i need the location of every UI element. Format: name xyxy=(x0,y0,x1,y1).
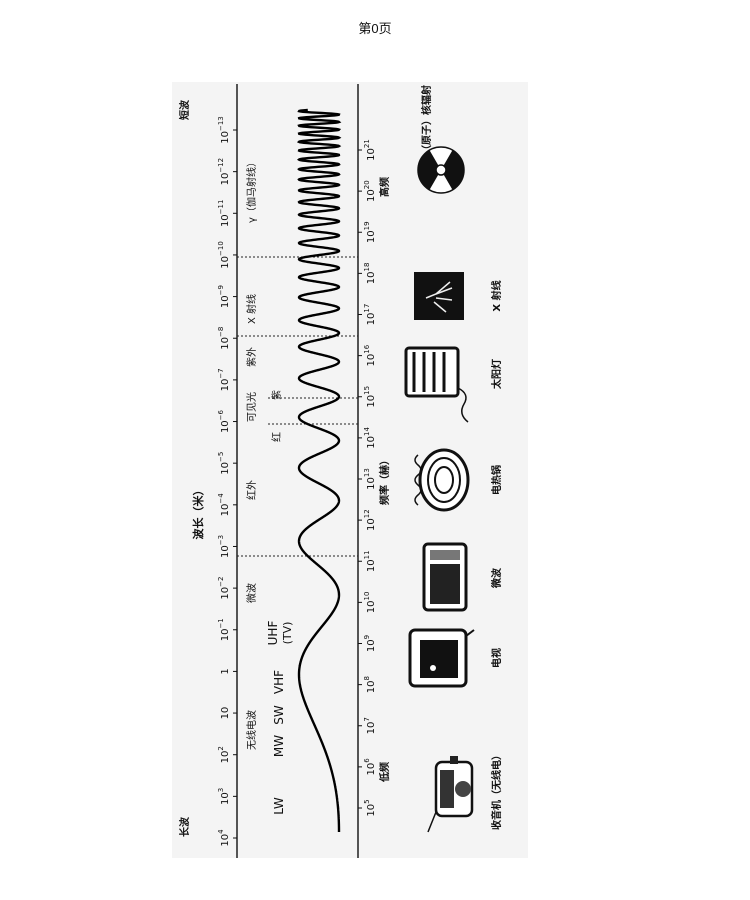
wavelength-tick-label: 10−10 xyxy=(217,241,231,269)
wavelength-tick-label: 10−9 xyxy=(217,285,231,308)
frequency-tick-label: 105 xyxy=(363,799,377,816)
wavelength-tick-label: 1 xyxy=(220,668,231,674)
frequency-tick-label: 109 xyxy=(363,635,377,652)
frequency-tick-label: 1015 xyxy=(363,386,377,408)
sunlamp-icon xyxy=(404,346,469,423)
frequency-axis-title: 频率（赫） xyxy=(378,455,391,505)
short-wave-label: 短波 xyxy=(178,99,191,120)
sw-label: SW xyxy=(272,705,286,725)
wavelength-axis-title: 波长（米） xyxy=(191,485,205,540)
hotplate-label: 电热锅 xyxy=(490,465,503,495)
gamma-band-label: γ（伽马射线） xyxy=(245,157,258,223)
tv-device-label: 电视 xyxy=(490,648,503,668)
band-dividers xyxy=(237,256,358,557)
wavelength-tick-label: 102 xyxy=(217,746,231,763)
radiation-symbol-icon xyxy=(417,146,465,194)
wavelength-tick-label: 10−1 xyxy=(217,618,231,641)
frequency-tick-label: 107 xyxy=(363,717,377,734)
wavelength-tick-label: 10−5 xyxy=(217,452,231,475)
frequency-tick-label: 1010 xyxy=(363,592,377,614)
frequency-tick-label: 1011 xyxy=(363,550,377,572)
wavelength-tick-label: 10 xyxy=(220,707,231,720)
uhf-label: UHF xyxy=(266,621,280,646)
long-wave-label: 长波 xyxy=(178,816,191,837)
high-frequency-label: 高频 xyxy=(378,177,391,197)
wavelength-ticks: 10410310210110−110−210−310−410−510−610−7… xyxy=(217,116,237,847)
sunlamp-label: 太阳灯 xyxy=(490,359,503,390)
lw-label: LW xyxy=(272,797,286,815)
frequency-tick-label: 1019 xyxy=(363,221,377,243)
hotplate-icon xyxy=(414,448,470,512)
scan-background xyxy=(172,82,528,858)
frequency-tick-label: 1017 xyxy=(363,304,377,326)
xray-device-label: X 射线 xyxy=(490,280,503,311)
frequency-ticks: 105 106 107 108 109 1010 1011 1012 1013 1014 1015 1… xyxy=(358,139,377,817)
wavelength-tick-label: 10−2 xyxy=(217,577,231,600)
infrared-band-label: 红外 xyxy=(245,480,258,500)
microwave-band-label: 微波 xyxy=(245,583,258,603)
frequency-tick-label: 1016 xyxy=(363,344,377,366)
tv-label: (TV) xyxy=(281,622,294,645)
mw-label: MW xyxy=(272,735,286,757)
tv-icon xyxy=(408,628,475,688)
wave-curve xyxy=(296,108,342,832)
red-label: 红 xyxy=(270,432,283,442)
frequency-tick-label: 1018 xyxy=(363,263,377,285)
wavelength-tick-label: 104 xyxy=(217,829,231,847)
radio-wave-label: 无线电波 xyxy=(245,710,258,750)
frequency-tick-label: 1013 xyxy=(363,468,377,490)
wavelength-tick-label: 10−12 xyxy=(217,158,231,186)
nuclear-radiation-label: （原子）核辐射 xyxy=(420,85,433,155)
radio-set-icon xyxy=(427,756,474,833)
page-header: 第0页 xyxy=(358,21,392,36)
band-labels: 无线电波 LW MW SW VHF UHF (TV) 微波 红外 可见光 红 紫… xyxy=(245,157,294,815)
low-frequency-label: 低频 xyxy=(378,762,391,783)
vhf-label: VHF xyxy=(272,670,286,694)
violet-label: 紫 xyxy=(271,390,283,400)
wavelength-tick-label: 10−8 xyxy=(217,327,231,350)
xray-band-label: X 射线 xyxy=(245,294,258,324)
microwave-oven-icon xyxy=(422,542,468,612)
frequency-tick-label: 106 xyxy=(363,758,377,776)
frequency-tick-label: 108 xyxy=(363,676,377,693)
wavelength-tick-label: 10−7 xyxy=(217,368,231,391)
visible-light-label: 可见光 xyxy=(245,392,258,422)
wavelength-tick-label: 10−3 xyxy=(217,535,231,558)
xray-image-icon xyxy=(414,272,464,320)
wavelength-tick-label: 10−11 xyxy=(217,200,231,228)
wavelength-tick-label: 10−6 xyxy=(217,409,231,433)
frequency-tick-label: 1020 xyxy=(363,180,377,202)
microwave-device-label: 微波 xyxy=(490,567,503,589)
wavelength-tick-label: 10−13 xyxy=(217,116,231,144)
frequency-tick-label: 1012 xyxy=(363,509,377,531)
radio-set-label: 收音机（无线电） xyxy=(490,750,503,830)
ultraviolet-label: 紫外 xyxy=(246,347,258,367)
wavelength-tick-label: 103 xyxy=(217,788,231,805)
frequency-tick-label: 1014 xyxy=(363,427,377,449)
frequency-tick-label: 1021 xyxy=(363,139,377,161)
wavelength-tick-label: 10−4 xyxy=(217,493,231,517)
device-labels: 收音机（无线电） 电视 微波 电热锅 太阳灯 X 射线 （原子）核辐射 xyxy=(420,85,503,830)
